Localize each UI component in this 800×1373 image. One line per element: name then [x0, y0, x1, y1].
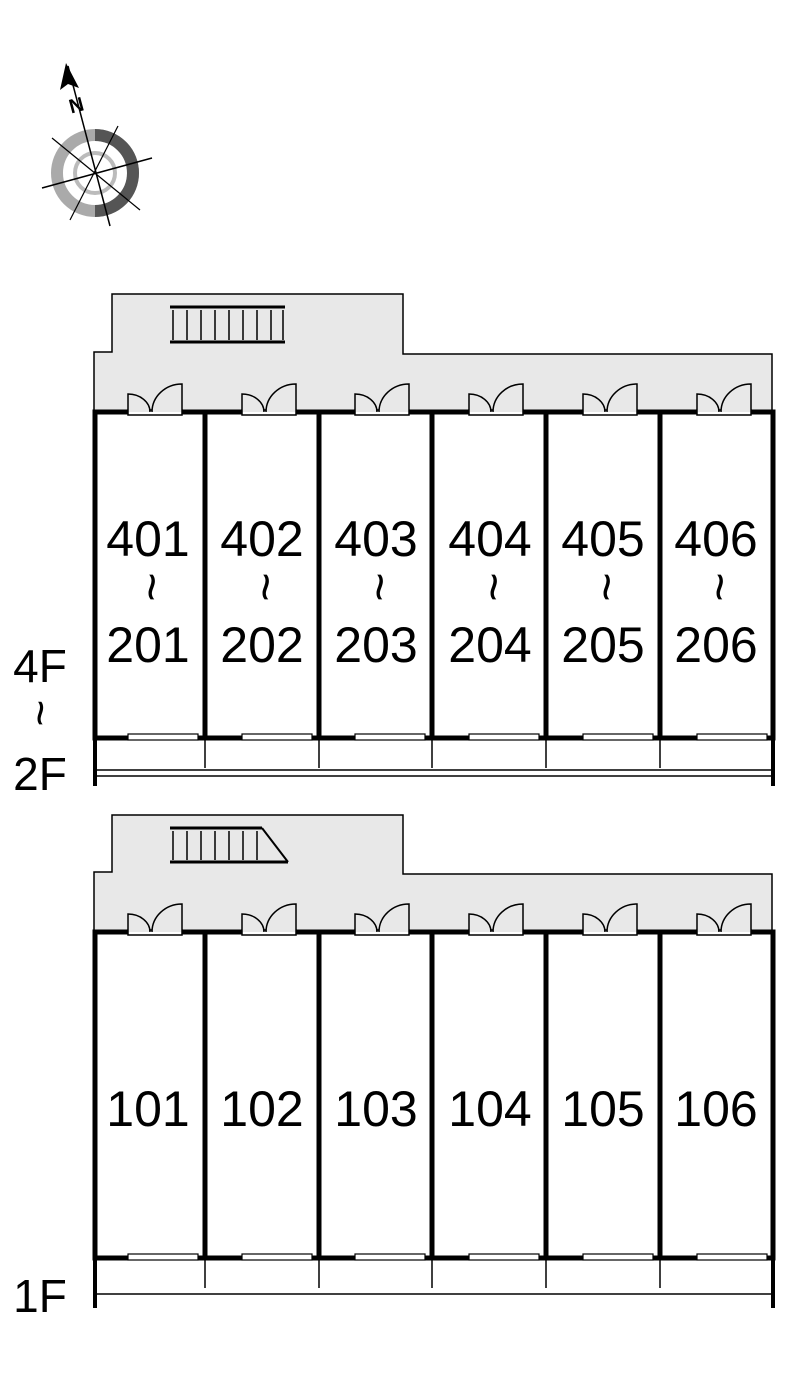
- lower-terrace: [93, 1258, 775, 1308]
- floor-label-top: 4F: [13, 640, 67, 692]
- window-icon: [354, 733, 426, 741]
- upper-balcony: [93, 738, 775, 786]
- floor-range-tilde: ~: [15, 700, 67, 727]
- unit-range-tilde: ~: [124, 572, 180, 601]
- unit-number-top: 404: [448, 511, 531, 567]
- upper-floor-plan: 401 ~ 201 402 ~ 202 403 ~ 203 404 ~ 204 …: [13, 293, 776, 800]
- lower-unit-labels: 101 102 103 104 105 106: [106, 1081, 757, 1137]
- window-icon: [696, 1253, 768, 1261]
- unit-label-group: 406 ~ 206: [674, 511, 757, 673]
- unit-number-top: 402: [220, 511, 303, 567]
- window-icon: [241, 1253, 313, 1261]
- unit-range-tilde: ~: [466, 572, 522, 601]
- upper-windows: [127, 733, 768, 741]
- lower-doors: [127, 903, 752, 936]
- unit-number-top: 405: [561, 511, 644, 567]
- upper-doors: [127, 383, 752, 416]
- unit-number-top: 403: [334, 511, 417, 567]
- unit-label-group: 404 ~ 204: [448, 511, 531, 673]
- unit-range-tilde: ~: [238, 572, 294, 601]
- unit-label-group: 402 ~ 202: [220, 511, 303, 673]
- door-swing-icon: [354, 903, 410, 936]
- compass-icon: N: [41, 63, 153, 227]
- staircase-icon: [170, 826, 289, 864]
- window-icon: [354, 1253, 426, 1261]
- upper-partition-walls: [202, 412, 663, 738]
- window-icon: [582, 733, 654, 741]
- unit-number-bottom: 204: [448, 617, 531, 673]
- unit-range-tilde: ~: [579, 572, 635, 601]
- window-icon: [696, 733, 768, 741]
- unit-number-bottom: 205: [561, 617, 644, 673]
- unit-label-group: 401 ~ 201: [106, 511, 189, 673]
- lower-partition-walls: [202, 932, 663, 1258]
- lower-floor-plan: 101 102 103 104 105 106 1F: [13, 814, 776, 1322]
- unit-number-top: 406: [674, 511, 757, 567]
- door-swing-icon: [241, 903, 297, 936]
- door-swing-icon: [468, 903, 524, 936]
- upper-common-corridor: [93, 293, 773, 413]
- door-swing-icon: [127, 903, 183, 936]
- unit-number-bottom: 206: [674, 617, 757, 673]
- door-swing-icon: [696, 383, 752, 416]
- unit-label-group: 403 ~ 203: [334, 511, 417, 673]
- staircase-icon: [170, 305, 285, 344]
- unit-number: 103: [334, 1081, 417, 1137]
- unit-number-top: 401: [106, 511, 189, 567]
- unit-number: 102: [220, 1081, 303, 1137]
- floor-label-bottom: 2F: [13, 748, 67, 800]
- unit-number: 105: [561, 1081, 644, 1137]
- upper-unit-labels: 401 ~ 201 402 ~ 202 403 ~ 203 404 ~ 204 …: [106, 511, 757, 673]
- upper-floor-range-label: 4F ~ 2F: [13, 640, 67, 800]
- unit-number-bottom: 202: [220, 617, 303, 673]
- unit-number-bottom: 201: [106, 617, 189, 673]
- door-swing-icon: [582, 903, 638, 936]
- window-icon: [127, 733, 199, 741]
- unit-range-tilde: ~: [352, 572, 408, 601]
- door-swing-icon: [354, 383, 410, 416]
- unit-number: 106: [674, 1081, 757, 1137]
- door-swing-icon: [241, 383, 297, 416]
- door-swing-icon: [696, 903, 752, 936]
- unit-label-group: 405 ~ 205: [561, 511, 644, 673]
- window-icon: [582, 1253, 654, 1261]
- unit-number: 104: [448, 1081, 531, 1137]
- window-icon: [468, 733, 540, 741]
- door-swing-icon: [127, 383, 183, 416]
- floor-label-1f: 1F: [13, 1270, 67, 1322]
- window-icon: [241, 733, 313, 741]
- unit-number: 101: [106, 1081, 189, 1137]
- lower-common-corridor: [93, 814, 773, 933]
- unit-range-tilde: ~: [692, 572, 748, 601]
- door-swing-icon: [468, 383, 524, 416]
- window-icon: [468, 1253, 540, 1261]
- compass-north-label: N: [67, 93, 87, 118]
- lower-windows: [127, 1253, 768, 1261]
- window-icon: [127, 1253, 199, 1261]
- unit-number-bottom: 203: [334, 617, 417, 673]
- door-swing-icon: [582, 383, 638, 416]
